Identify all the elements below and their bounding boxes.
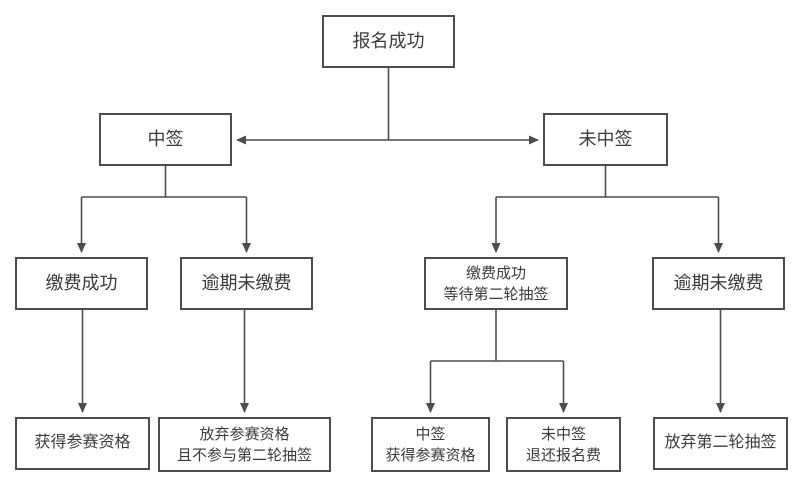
node-won-second-round-qualified: 中签 获得参赛资格	[371, 417, 490, 472]
node-registration-success: 报名成功	[322, 15, 455, 68]
node-not-won-lottery: 未中签	[543, 113, 668, 166]
node-won-lottery: 中签	[99, 113, 232, 166]
node-overdue-unpaid-left: 逾期未缴费	[180, 257, 313, 310]
node-giveup-second-round: 放弃第二轮抽签	[653, 417, 788, 470]
node-payment-success-left: 缴费成功	[15, 257, 148, 310]
node-obtain-qualification: 获得参赛资格	[15, 417, 150, 470]
node-giveup-qualification-no-second-round: 放弃参赛资格 且不参与第二轮抽签	[158, 417, 331, 472]
node-not-won-second-round-refund: 未中签 退还报名费	[506, 417, 621, 472]
node-payment-success-wait-second-round: 缴费成功 等待第二轮抽签	[424, 257, 568, 310]
node-overdue-unpaid-right: 逾期未缴费	[652, 257, 785, 310]
